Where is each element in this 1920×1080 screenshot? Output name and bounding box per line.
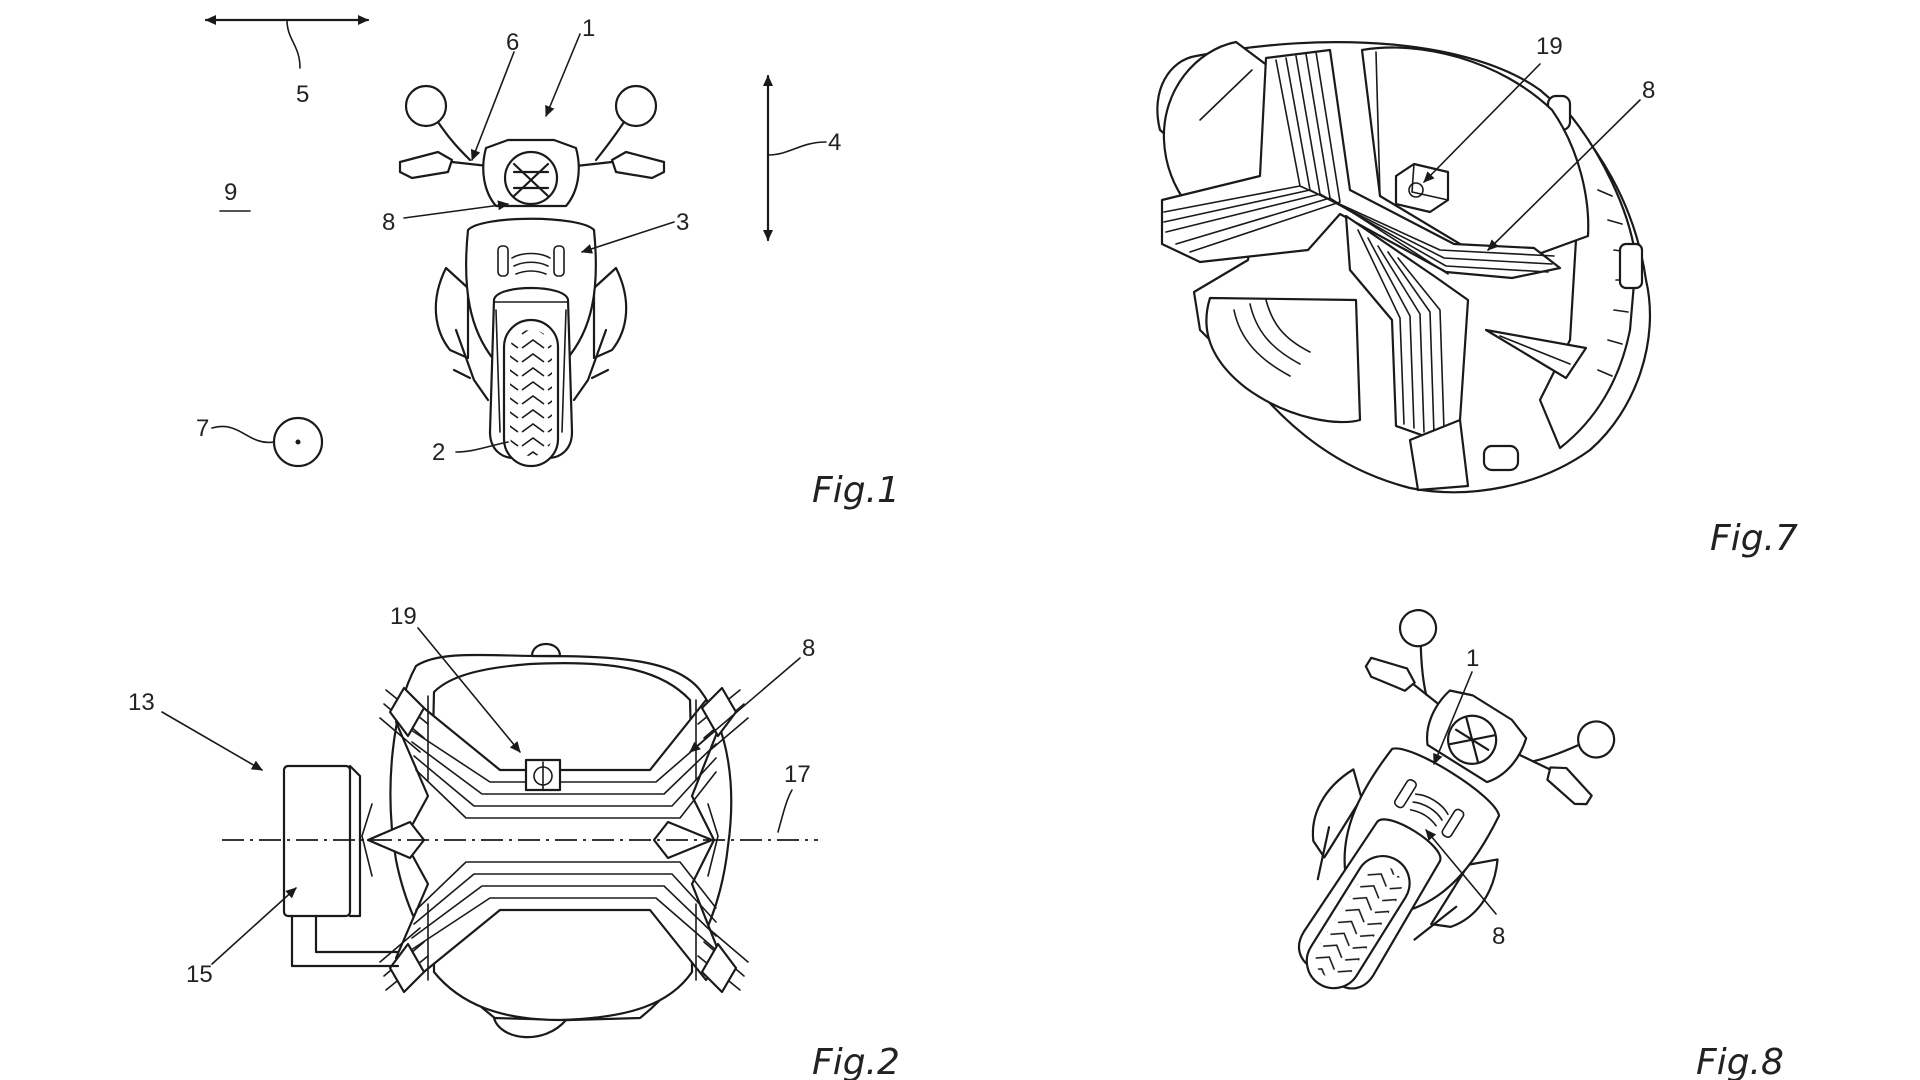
fig7-ref-8: 8 bbox=[1642, 77, 1655, 104]
fig1-ref-3: 3 bbox=[676, 209, 689, 236]
fig1-ref-5: 5 bbox=[296, 81, 309, 108]
figure-8: 1 8 Fig.8 bbox=[1297, 609, 1784, 1080]
fig8-title: Fig.8 bbox=[1696, 1042, 1784, 1080]
fig8-sensor-8 bbox=[1448, 716, 1497, 764]
fig1-ref-2: 2 bbox=[432, 439, 445, 466]
fig2-ref-19: 19 bbox=[390, 603, 417, 630]
fig8-ref-8: 8 bbox=[1492, 923, 1505, 950]
fig8-ref-1: 1 bbox=[1466, 645, 1479, 672]
motorcycle-front-view bbox=[398, 84, 666, 468]
fig7-ref-19: 19 bbox=[1536, 33, 1563, 60]
figure-2: 19 8 13 15 17 Fig.2 bbox=[128, 603, 900, 1080]
fig1-title: Fig.1 bbox=[812, 470, 900, 511]
fig1-ref-6: 6 bbox=[506, 29, 519, 56]
figure-1: 5 4 9 7 bbox=[196, 15, 900, 511]
gearbox-box-15 bbox=[282, 764, 352, 918]
figure-7: 19 8 Fig.7 bbox=[1156, 33, 1798, 559]
rider-point-circle bbox=[272, 416, 324, 468]
fig2-ref-13: 13 bbox=[128, 689, 155, 716]
fig1-ref-7: 7 bbox=[196, 415, 209, 442]
fig2-ref-15: 15 bbox=[186, 961, 213, 988]
fig2-ref-8: 8 bbox=[802, 635, 815, 662]
fig7-title: Fig.7 bbox=[1710, 518, 1798, 559]
fig1-ref-8: 8 bbox=[382, 209, 395, 236]
fig1-ref-1: 1 bbox=[582, 15, 595, 42]
fig2-sensor-19 bbox=[524, 758, 562, 792]
motorcycle-tilted-view bbox=[1297, 609, 1616, 990]
fig1-ref-9: 9 bbox=[224, 179, 237, 206]
fig2-ref-17: 17 bbox=[784, 761, 811, 788]
fig1-ref-4: 4 bbox=[828, 129, 841, 156]
sensor-block-19 bbox=[1394, 162, 1450, 214]
fig2-title: Fig.2 bbox=[812, 1042, 900, 1080]
sensor-unit-8 bbox=[512, 162, 550, 198]
